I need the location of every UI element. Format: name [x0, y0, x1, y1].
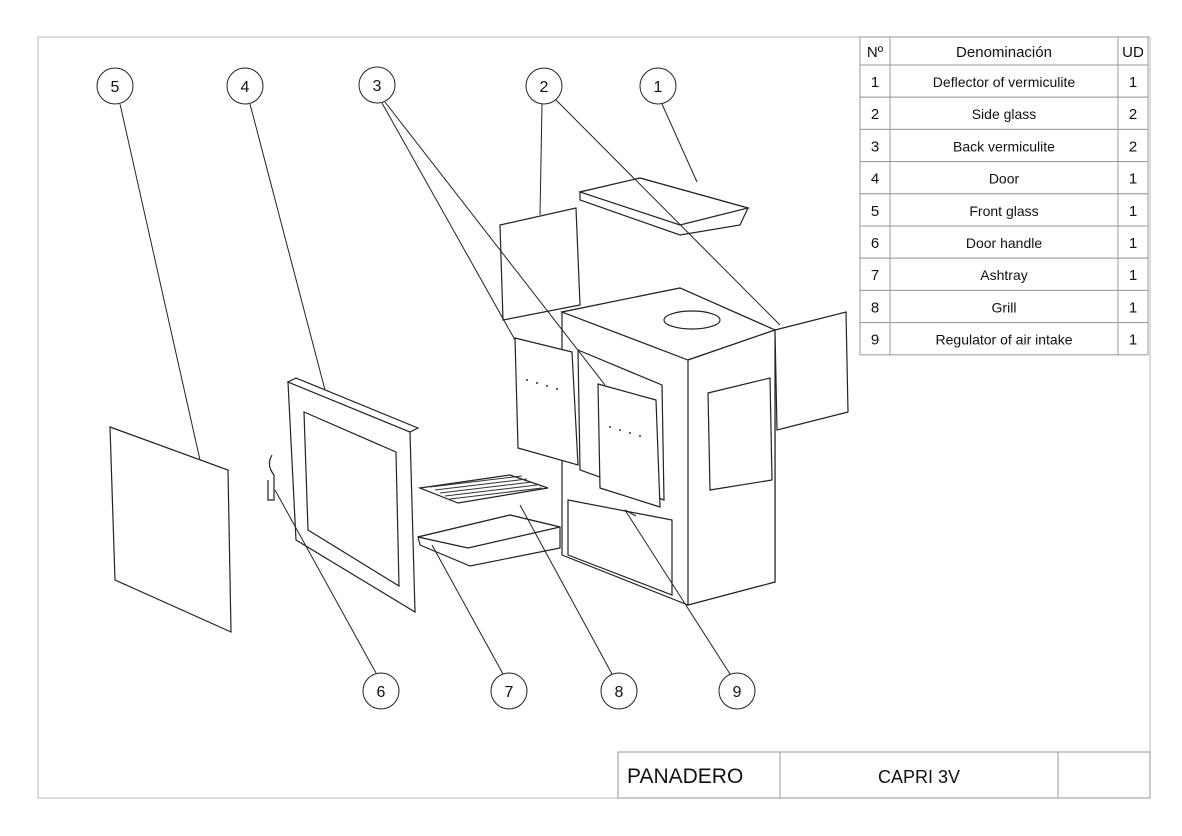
cell-name: Grill	[992, 299, 1017, 315]
title-block: PANADERO CAPRI 3V	[617, 751, 1151, 799]
svg-text:9: 9	[733, 684, 742, 701]
cell-no: 8	[871, 299, 879, 316]
cell-name: Door	[989, 171, 1020, 187]
cell-no: 4	[871, 171, 879, 188]
brand-name: PANADERO	[627, 765, 743, 788]
cell-qty: 1	[1129, 235, 1137, 252]
cell-no: 6	[871, 235, 879, 252]
balloon-8: 8	[600, 672, 638, 710]
header-qty: UD	[1122, 44, 1144, 61]
parts-table: Nº Denominación UD 1 Deflector of vermicu…	[859, 36, 1149, 356]
svg-text:5: 5	[111, 79, 120, 96]
header-name: Denominación	[956, 44, 1052, 61]
table-row: 5 Front glass 1	[859, 193, 1149, 227]
balloon-6: 6	[362, 672, 400, 710]
door	[286, 377, 420, 614]
balloon-5: 5	[96, 67, 134, 105]
deflector-of-vermiculite	[577, 177, 751, 236]
cell-qty: 1	[1129, 332, 1137, 349]
svg-text:7: 7	[505, 684, 514, 701]
table-row: 1 Deflector of vermiculite 1	[859, 64, 1149, 98]
cell-name: Front glass	[969, 203, 1038, 219]
balloon-7: 7	[490, 672, 528, 710]
svg-text:1: 1	[654, 79, 663, 96]
cell-qty: 1	[1129, 203, 1137, 220]
door-handle	[267, 454, 275, 501]
grill	[417, 474, 549, 504]
cell-qty: 2	[1129, 106, 1137, 123]
balloon-3: 3	[358, 66, 396, 104]
cell-no: 3	[871, 138, 879, 155]
svg-text:4: 4	[241, 79, 250, 96]
leader-lines	[119, 99, 781, 675]
cell-name: Regulator of air intake	[936, 332, 1073, 348]
svg-text:6: 6	[377, 684, 386, 701]
svg-text:8: 8	[615, 684, 624, 701]
cell-qty: 1	[1129, 171, 1137, 188]
cell-no: 1	[871, 74, 879, 91]
balloon-9: 9	[718, 672, 756, 710]
svg-text:3: 3	[373, 78, 382, 95]
cell-no: 2	[871, 106, 879, 123]
header-no: Nº	[867, 44, 884, 61]
cell-qty: 1	[1129, 74, 1137, 91]
front-glass	[109, 426, 232, 633]
cell-name: Ashtray	[980, 267, 1027, 283]
table-row: 2 Side glass 2	[859, 96, 1149, 130]
cell-no: 5	[871, 203, 879, 220]
cell-qty: 1	[1129, 267, 1137, 284]
balloon-1: 1	[639, 67, 677, 105]
table-row: 7 Ashtray 1	[859, 257, 1149, 291]
table-row: 3 Back vermiculite 2	[859, 128, 1149, 163]
table-row: 6 Door handle 1	[859, 225, 1149, 259]
back-vermiculite	[514, 337, 661, 508]
table-row: 4 Door 1	[859, 161, 1149, 195]
cell-qty: 1	[1129, 299, 1137, 316]
cell-name: Back vermiculite	[953, 138, 1055, 154]
side-glass	[499, 207, 849, 431]
model-name: CAPRI 3V	[878, 767, 960, 787]
balloon-2: 2	[525, 67, 563, 105]
cell-name: Side glass	[972, 106, 1037, 122]
cell-no: 7	[871, 267, 879, 284]
cell-name: Door handle	[966, 235, 1042, 251]
sheet-border	[37, 36, 1151, 799]
table-row: 9 Regulator of air intake 1	[859, 322, 1149, 356]
cell-name: Deflector of vermiculite	[933, 74, 1076, 90]
cell-qty: 2	[1129, 138, 1137, 155]
balloon-4: 4	[226, 67, 264, 105]
stove-body	[559, 287, 777, 606]
cell-no: 9	[871, 332, 879, 349]
table-row: 8 Grill 1	[859, 289, 1149, 324]
ashtray	[417, 514, 561, 567]
svg-text:2: 2	[540, 79, 549, 96]
